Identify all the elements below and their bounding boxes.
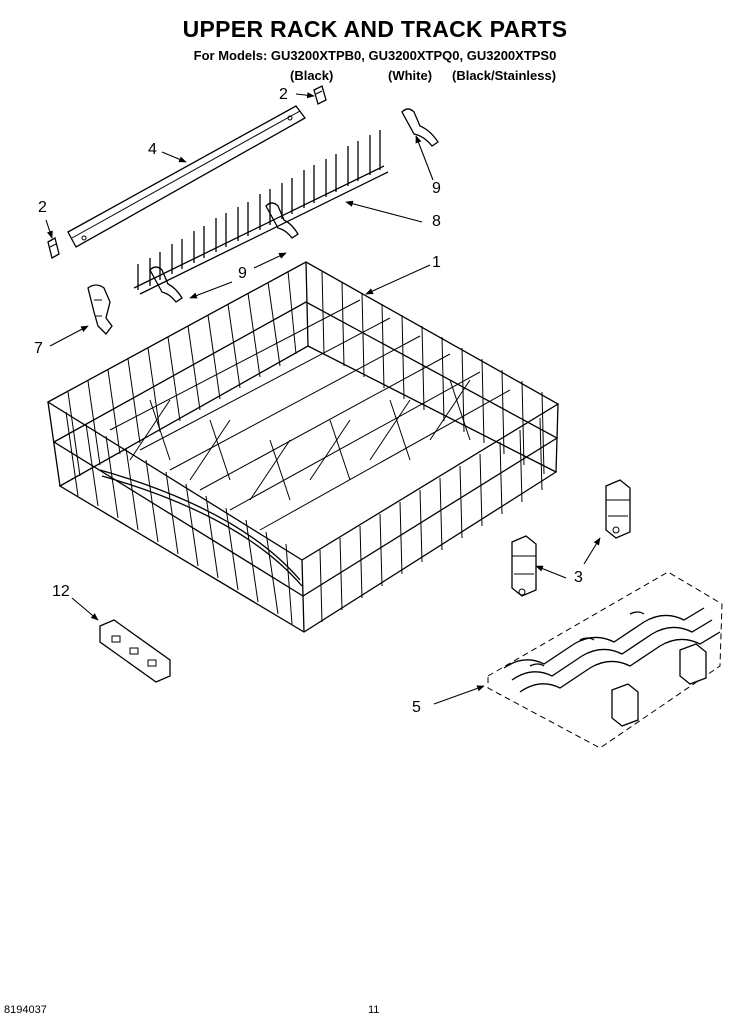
part-3-roller-lower	[511, 535, 537, 597]
callout-1: 1	[432, 254, 441, 271]
callout-3: 3	[574, 569, 583, 586]
exploded-parts-diagram	[45, 85, 723, 749]
part-3-roller-upper	[605, 479, 631, 539]
page-title: UPPER RACK AND TRACK PARTS	[182, 16, 568, 42]
color-label-white: (White)	[388, 68, 433, 83]
part-1-upper-rack	[46, 261, 560, 633]
part-9-clip-center	[265, 202, 299, 239]
document-number: 8194037	[4, 1004, 47, 1016]
part-2-end-cap-left	[47, 237, 60, 259]
callout-2-left: 2	[38, 199, 47, 216]
part-9-clip-right	[401, 108, 439, 147]
part-2-end-cap-top	[313, 85, 327, 105]
part-4-track-rail	[67, 105, 306, 248]
leader-lines	[45, 92, 601, 705]
color-label-black: (Black)	[290, 68, 334, 83]
part-5-track-assembly	[487, 571, 723, 749]
part-12-adjuster	[99, 619, 171, 683]
models-line: For Models: GU3200XTPB0, GU3200XTPQ0, GU…	[193, 48, 557, 63]
part-8-tine-row	[133, 130, 389, 295]
part-7-bracket	[87, 284, 113, 335]
callout-8: 8	[432, 213, 441, 230]
callout-4: 4	[148, 141, 157, 158]
callout-5: 5	[412, 699, 421, 716]
callout-7: 7	[34, 340, 43, 357]
callout-9-middle: 9	[238, 265, 247, 282]
callout-12: 12	[52, 583, 70, 600]
callout-2-top: 2	[279, 86, 288, 103]
callout-9-right: 9	[432, 180, 441, 197]
page-number: 11	[368, 1004, 380, 1016]
color-label-black-stainless: (Black/Stainless)	[452, 68, 557, 83]
